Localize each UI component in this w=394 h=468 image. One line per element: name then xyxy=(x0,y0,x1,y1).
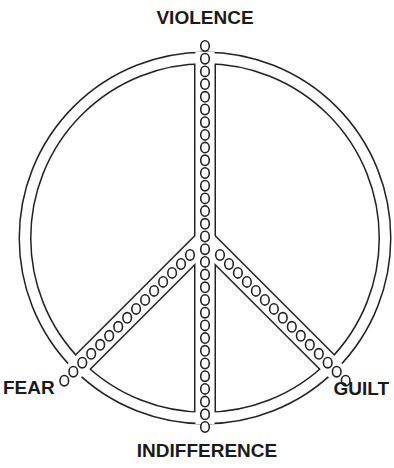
bead xyxy=(105,331,114,341)
bead xyxy=(216,250,225,260)
bead xyxy=(168,268,177,278)
bead xyxy=(201,79,210,89)
ring-fill xyxy=(25,58,385,418)
bead xyxy=(315,349,324,359)
bead xyxy=(201,346,210,356)
bead xyxy=(201,206,210,216)
bead xyxy=(252,286,261,296)
bar-fill xyxy=(205,240,336,371)
bead xyxy=(201,282,210,292)
bead xyxy=(297,331,306,341)
bead xyxy=(201,155,210,165)
bead-chain xyxy=(60,41,350,432)
bead xyxy=(323,358,332,368)
bead xyxy=(201,320,210,330)
bead xyxy=(201,295,210,305)
bead xyxy=(201,104,210,114)
emotion-label: INDIFFERENCE xyxy=(137,440,277,462)
bead xyxy=(261,295,270,305)
bead xyxy=(123,313,132,323)
bead xyxy=(306,340,315,350)
bead xyxy=(279,313,288,323)
bead xyxy=(201,231,210,241)
bead xyxy=(201,66,210,76)
bead xyxy=(201,257,210,267)
bead xyxy=(201,130,210,140)
bead xyxy=(177,259,186,269)
bead xyxy=(69,367,78,377)
bead xyxy=(87,349,96,359)
bead xyxy=(201,181,210,191)
bead xyxy=(201,371,210,381)
ring-outline xyxy=(25,58,385,418)
bead xyxy=(201,422,210,432)
bead xyxy=(114,322,123,332)
bead xyxy=(201,333,210,343)
bead xyxy=(270,304,279,314)
bead xyxy=(132,304,141,314)
bead xyxy=(96,340,105,350)
bead xyxy=(201,168,210,178)
bar-fill xyxy=(74,240,205,371)
bead xyxy=(201,269,210,279)
bead xyxy=(201,244,210,254)
emotion-label: VIOLENCE xyxy=(156,7,253,29)
bead xyxy=(201,409,210,419)
bead xyxy=(78,358,87,368)
bead xyxy=(332,367,341,377)
bead xyxy=(288,322,297,332)
bead xyxy=(159,277,168,287)
bead xyxy=(201,41,210,51)
bead xyxy=(201,142,210,152)
bead xyxy=(150,286,159,296)
emotion-label: FEAR xyxy=(3,377,55,399)
bead xyxy=(201,54,210,64)
bead xyxy=(186,250,195,260)
bead xyxy=(201,396,210,406)
bead xyxy=(141,295,150,305)
peace-sign-outline xyxy=(25,52,385,424)
bead xyxy=(201,384,210,394)
bead xyxy=(201,193,210,203)
bead xyxy=(201,358,210,368)
bead xyxy=(201,117,210,127)
emotion-label: GUILT xyxy=(333,378,389,400)
bead xyxy=(60,376,69,386)
bead xyxy=(234,268,243,278)
bead xyxy=(201,92,210,102)
bead xyxy=(243,277,252,287)
bead xyxy=(201,219,210,229)
bead xyxy=(225,259,234,269)
bead xyxy=(201,308,210,318)
